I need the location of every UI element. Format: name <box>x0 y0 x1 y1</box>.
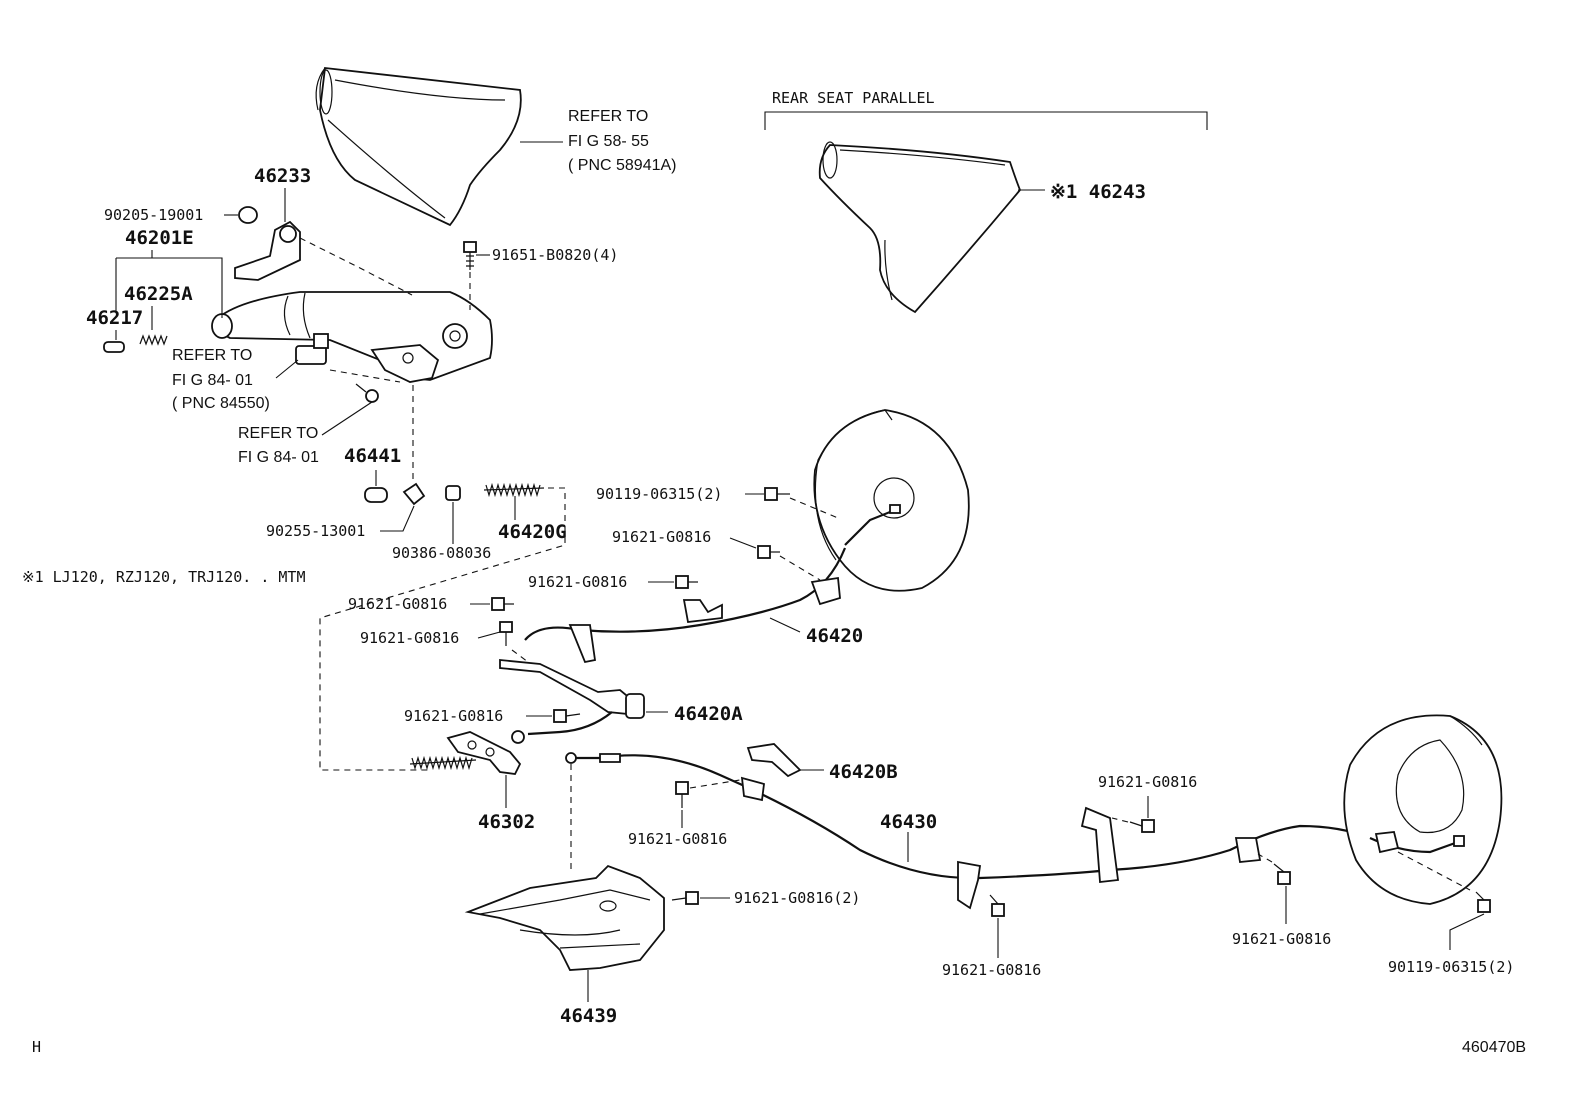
label-46302: 46302 <box>478 811 535 833</box>
rear-seat-parallel-heading: REAR SEAT PARALLEL <box>772 89 935 107</box>
bolt-91621-g-icon <box>989 894 1005 917</box>
label-91621-G0816-c: 91621-G0816 <box>348 595 447 613</box>
bolt-91621-f-icon <box>675 781 689 808</box>
button-46217-illustration <box>103 341 125 353</box>
pin-46441-illustration <box>364 487 388 503</box>
label-90255-13001: 90255-13001 <box>266 522 365 540</box>
refer-fig84-line2: FI G 84- 01 <box>238 449 319 466</box>
plate-46439-illustration <box>464 864 665 971</box>
label-91621-G0816-f: 91621-G0816 <box>628 830 727 848</box>
refer-fig84-line1: REFER TO <box>238 425 318 442</box>
label-91651-B0820: 91651-B0820(4) <box>492 246 618 264</box>
model-note: ※1 LJ120, RZJ120, TRJ120. . MTM <box>22 568 306 586</box>
label-90386-08036: 90386-08036 <box>392 544 491 562</box>
screw-icon <box>355 383 379 403</box>
switch-84550-illustration <box>295 333 329 365</box>
label-91621-G0816-j: 91621-G0816 <box>1232 930 1331 948</box>
label-91621-G0816-g: 91621-G0816 <box>942 961 1041 979</box>
washer-icon <box>238 206 258 224</box>
cable-46420-illustration <box>511 547 847 681</box>
refer-fig84-pnc-line2: FI G 84- 01 <box>172 372 253 389</box>
rear-seat-boot-illustration <box>818 141 1022 314</box>
equalizer-46420A-illustration <box>499 659 645 736</box>
label-90119-06315-lower: 90119-06315(2) <box>1388 958 1514 976</box>
label-46439: 46439 <box>560 1005 617 1027</box>
refer-fig58-line3: ( PNC 58941A) <box>568 157 677 174</box>
nut-90386-icon <box>445 485 461 501</box>
label-46217: 46217 <box>86 307 143 329</box>
clip-90255-illustration <box>402 482 426 506</box>
label-46420G: 46420G <box>498 521 567 543</box>
label-46243: ※1 46243 <box>1050 181 1146 203</box>
bolt-91621-j-icon <box>1273 863 1291 885</box>
footer-left-code: H <box>32 1038 41 1056</box>
label-46201E: 46201E <box>125 227 194 249</box>
refer-fig58-line2: FI G 58- 55 <box>568 133 649 150</box>
small-nut-icon <box>511 730 525 744</box>
bolt-91621-d-icon <box>499 621 513 646</box>
label-46441: 46441 <box>344 445 401 467</box>
bolt-91621-i-icon <box>1129 819 1155 833</box>
bolt-91621-e-icon <box>553 709 581 723</box>
label-91621-G0816-a: 91621-G0816 <box>612 528 711 546</box>
bolt-91651-icon <box>463 241 477 270</box>
lever-boot-illustration <box>315 67 522 227</box>
bolt-91621-h-icon <box>671 891 699 905</box>
label-91621-G0816-2: 91621-G0816(2) <box>734 889 860 907</box>
cable-46430-illustration <box>565 752 1371 910</box>
bolt-90119-upper-icon <box>764 487 790 501</box>
rear-seat-bracket <box>764 111 1208 130</box>
clip-46420B-illustration <box>746 743 802 778</box>
bolt-90119-lower-icon <box>1475 891 1491 913</box>
label-90205-19001: 90205-19001 <box>104 206 203 224</box>
label-46233: 46233 <box>254 165 311 187</box>
label-46225A: 46225A <box>124 283 193 305</box>
bolt-91621-b-icon <box>675 575 698 589</box>
bracket-46302-illustration <box>409 731 522 775</box>
label-91621-G0816-d: 91621-G0816 <box>360 629 459 647</box>
label-91621-G0816-b: 91621-G0816 <box>528 573 627 591</box>
bracket-46233-illustration <box>234 220 301 281</box>
rod-46420G-illustration <box>483 482 545 498</box>
refer-fig84-pnc-line1: REFER TO <box>172 347 252 364</box>
label-46420: 46420 <box>806 625 863 647</box>
label-90119-06315-upper: 90119-06315(2) <box>596 485 722 503</box>
footer-diagram-code: 460470B <box>1462 1039 1526 1056</box>
label-91621-G0816-e: 91621-G0816 <box>404 707 503 725</box>
bolt-91621-a-icon <box>757 545 780 559</box>
label-46430: 46430 <box>880 811 937 833</box>
brake-drum-upper-illustration <box>813 409 970 592</box>
refer-fig84-pnc-line3: ( PNC 84550) <box>172 395 270 412</box>
label-46420A: 46420A <box>674 703 743 725</box>
label-46420B: 46420B <box>829 761 898 783</box>
lever-assembly-illustration <box>211 291 493 383</box>
spring-46225A-illustration <box>139 334 168 346</box>
refer-fig58-line1: REFER TO <box>568 108 648 125</box>
label-91621-G0816-i: 91621-G0816 <box>1098 773 1197 791</box>
brake-drum-lower-illustration <box>1343 714 1503 905</box>
bolt-91621-c-icon <box>491 597 514 611</box>
